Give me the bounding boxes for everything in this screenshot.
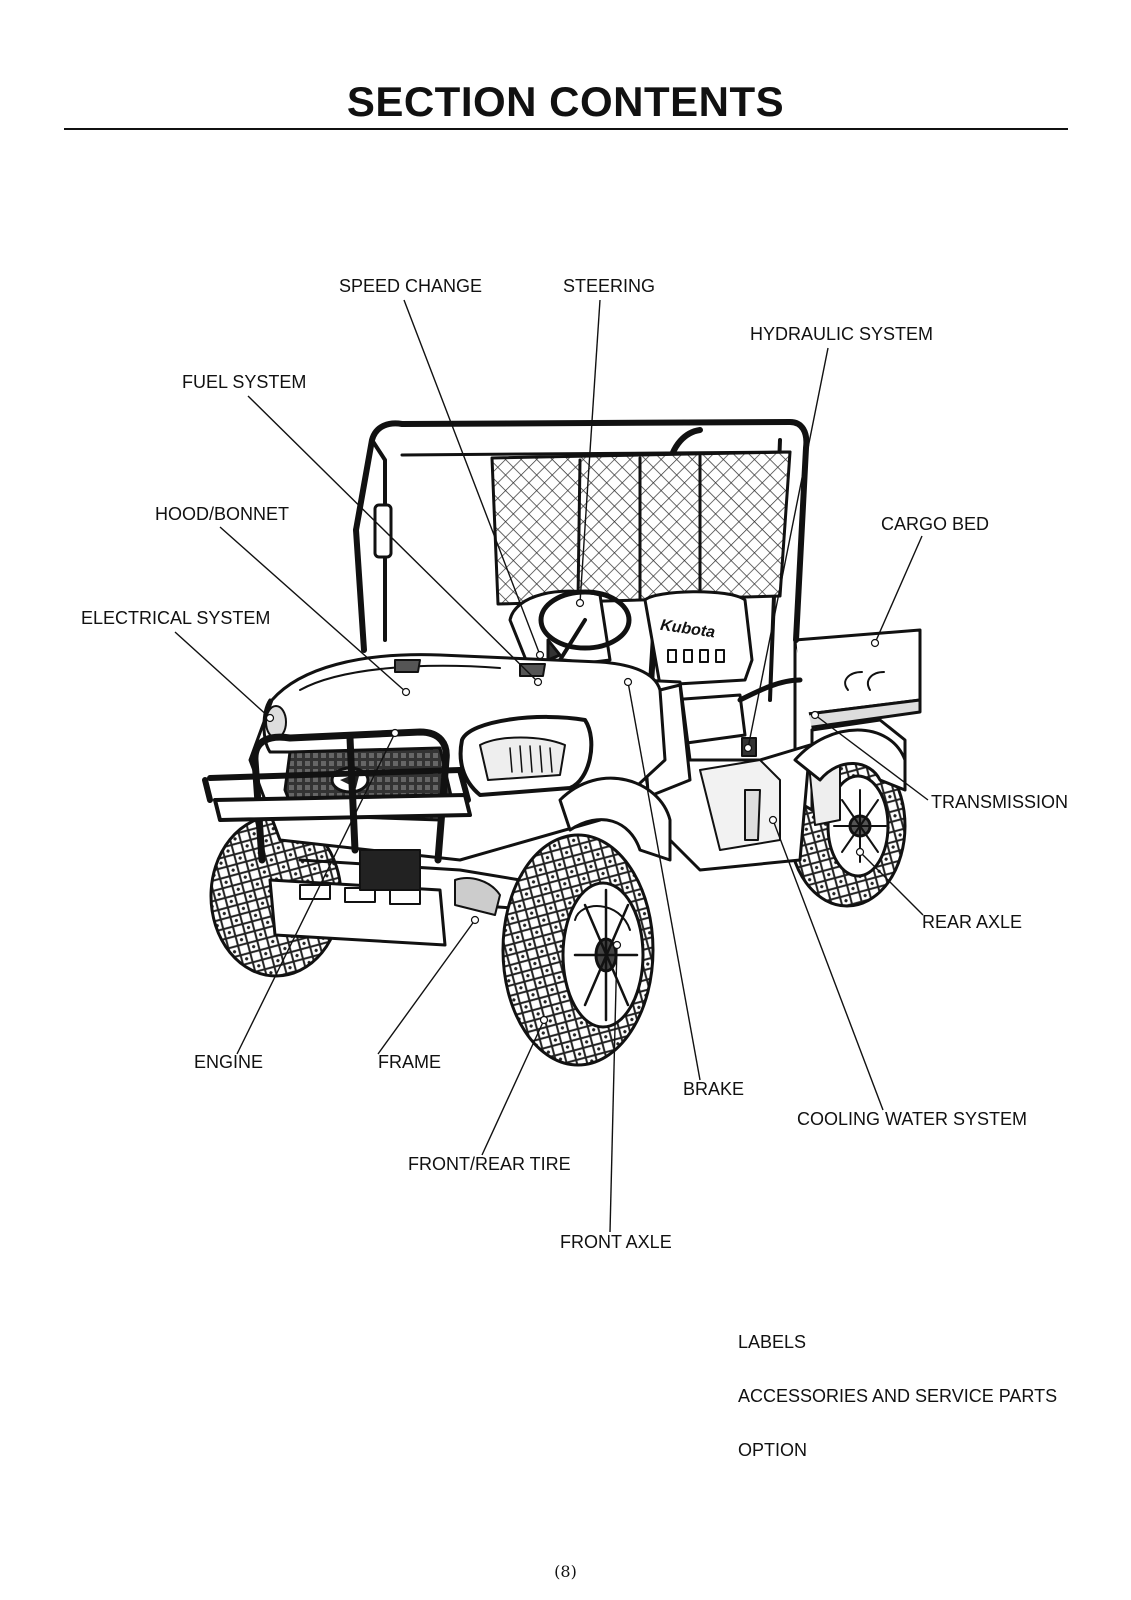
section-option[interactable]: OPTION (738, 1440, 808, 1460)
label-frame[interactable]: FRAME (378, 1052, 441, 1072)
leader-dots (265, 598, 880, 1025)
rear-screen-drawing (490, 450, 792, 606)
label-rear-axle[interactable]: REAR AXLE (922, 912, 1023, 932)
page-number: (8) (554, 1562, 577, 1581)
side-mirror-drawing (373, 503, 393, 559)
section-accessories-service-parts[interactable]: ACCESSORIES AND SERVICE PARTS (738, 1386, 1058, 1406)
label-engine[interactable]: ENGINE (194, 1052, 264, 1072)
label-transmission[interactable]: TRANSMISSION (931, 792, 1069, 812)
label-front-rear-tire[interactable]: FRONT/REAR TIRE (408, 1154, 571, 1174)
brush-guard-drawing (207, 728, 472, 864)
label-cargo-bed[interactable]: CARGO BED (881, 514, 990, 534)
label-steering[interactable]: STEERING (563, 276, 656, 296)
label-electrical-system[interactable]: ELECTRICAL SYSTEM (81, 608, 271, 628)
front-fender-drawing (558, 776, 672, 862)
label-hydraulic-system[interactable]: HYDRAULIC SYSTEM (750, 324, 934, 344)
label-brake[interactable]: BRAKE (683, 1079, 745, 1099)
label-fuel-system[interactable]: FUEL SYSTEM (182, 372, 307, 392)
vehicle-illustration: Kubota (202, 419, 922, 1067)
headlight-drawing (458, 714, 594, 797)
label-front-axle[interactable]: FRONT AXLE (560, 1232, 672, 1252)
label-speed-change[interactable]: SPEED CHANGE (339, 276, 483, 296)
front-frame-drawing (268, 849, 542, 947)
leader-lines (174, 299, 929, 1233)
page-title: SECTION CONTENTS (346, 78, 785, 125)
rear-fender-drawing (793, 728, 907, 792)
section-labels[interactable]: LABELS (738, 1332, 807, 1352)
front-right-wheel-drawing (501, 833, 655, 1067)
label-cooling-water-system[interactable]: COOLING WATER SYSTEM (797, 1109, 1028, 1129)
label-hood-bonnet[interactable]: HOOD/BONNET (155, 504, 290, 524)
title-rule (64, 128, 1068, 130)
seat-drawing: Kubota (643, 590, 754, 747)
